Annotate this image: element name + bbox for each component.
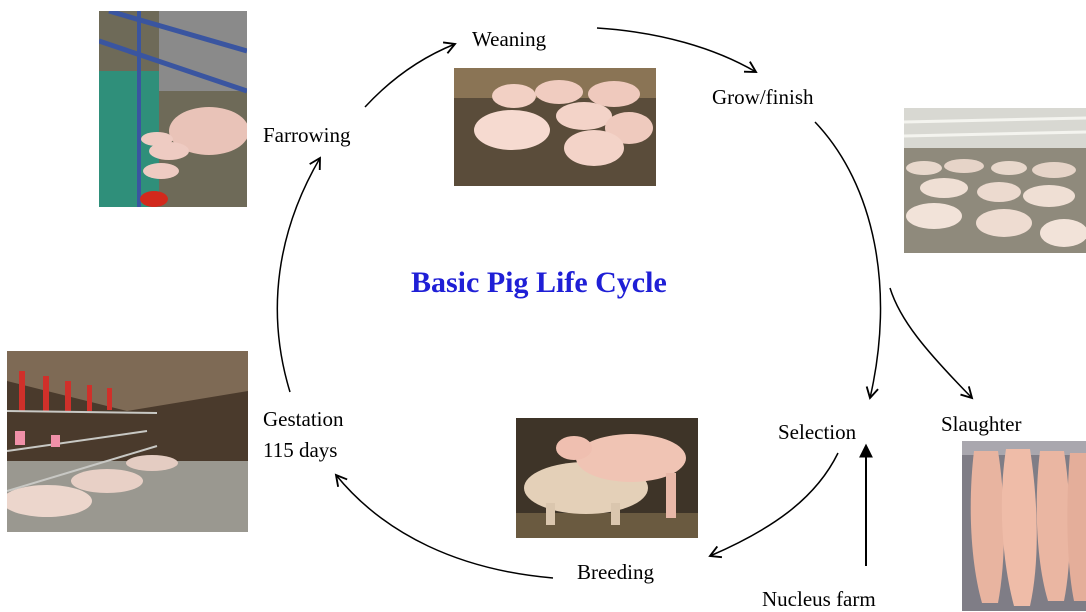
farrowing-crate-photo xyxy=(99,11,247,207)
label-gestation-duration: 115 days xyxy=(263,437,337,463)
carcasses-photo xyxy=(962,441,1086,611)
label-nucleus-farm: Nucleus farm xyxy=(762,586,876,612)
label-gestation: Gestation xyxy=(263,406,343,432)
arrow-growfinish-to-selection xyxy=(815,122,881,398)
label-grow-finish: Grow/finish xyxy=(712,84,814,110)
gestation-stalls-photo xyxy=(7,351,248,532)
arrow-farrowing-to-weaning xyxy=(365,44,455,107)
weaned-piglets-photo xyxy=(454,68,656,186)
label-slaughter: Slaughter xyxy=(941,411,1021,437)
finishing-barn-photo xyxy=(904,108,1086,253)
arrow-selection-to-breeding xyxy=(710,453,838,556)
label-weaning: Weaning xyxy=(472,26,546,52)
diagram-title: Basic Pig Life Cycle xyxy=(411,266,667,300)
label-selection: Selection xyxy=(778,419,856,445)
arrow-to-slaughter xyxy=(890,288,972,398)
breeding-pigs-photo xyxy=(516,418,698,538)
label-farrowing: Farrowing xyxy=(263,122,351,148)
label-breeding: Breeding xyxy=(577,559,654,585)
arrow-gestation-to-farrowing xyxy=(277,158,320,392)
arrow-weaning-to-growfinish xyxy=(597,28,756,72)
